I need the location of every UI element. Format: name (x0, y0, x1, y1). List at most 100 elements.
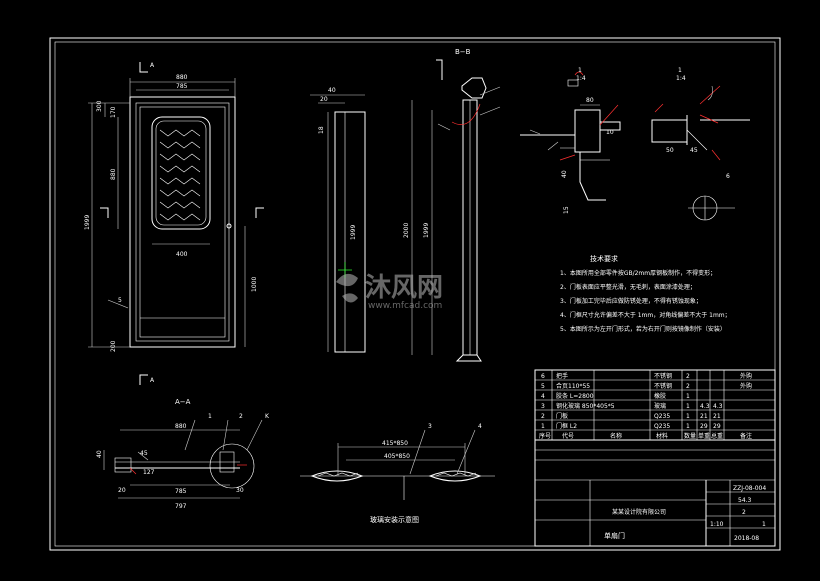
dim-bottom-rail: 200 (110, 340, 117, 352)
watermark-logo-icon (336, 273, 358, 303)
dim-detail-15: 15 (563, 206, 570, 214)
section-bb-text: B−B 2000 1999 (403, 48, 471, 238)
door-side-view (310, 94, 366, 353)
technical-notes: 技术要求 1、本图所用全部零件按GB/2mm厚钢板制作，不得变形； 2、门板表面… (560, 254, 731, 333)
dim-frame-gap: 5 (118, 297, 122, 304)
drawing-number: ZZJ-08-004 (733, 485, 766, 492)
drawing-date: 2018-08 (734, 535, 759, 542)
drawing-scale: 1:10 (710, 521, 724, 528)
svg-text:1: 1 (686, 393, 690, 400)
svg-text:1: 1 (686, 403, 690, 410)
handle-icon (226, 223, 232, 229)
table-row: 2 门板 Q235 1 21 21 (541, 412, 721, 420)
detail-1-scale: 1:4 (576, 75, 586, 82)
inner-frame (54, 41, 776, 547)
detail-1-number: 1 (578, 67, 582, 74)
dim-side-height: 1999 (350, 225, 357, 240)
company-name: 某某设计院有限公司 (612, 508, 666, 516)
dim-bb-2000: 2000 (403, 223, 410, 238)
dim-side-18: 18 (318, 126, 325, 134)
section-aa-text: A−A 880 785 797 45 127 20 40 30 1 2 K (96, 398, 270, 510)
detail-2-scale: 1:4 (676, 75, 686, 82)
dim-aa-127: 127 (143, 469, 155, 476)
title-block: 某某设计院有限公司 单扇门 ZZJ-08-004 54.3 2 1:10 1 2… (604, 485, 766, 542)
watermark-brand: 沐风网 (365, 273, 443, 303)
svg-text:外购: 外购 (740, 372, 752, 380)
svg-text:4.3: 4.3 (700, 403, 710, 410)
svg-text:代号: 代号 (562, 432, 574, 440)
section-mark-a-top: A (150, 62, 155, 69)
dim-aa-880: 880 (175, 423, 187, 430)
drawing-count: 2 (742, 509, 746, 516)
dim-door-height: 1999 (84, 215, 91, 230)
dim-detail-10: 10 (606, 129, 614, 136)
svg-text:3: 3 (541, 403, 545, 410)
callout-4: 4 (478, 423, 482, 430)
dim-side-20: 20 (320, 96, 328, 103)
drawing-title: 单扇门 (604, 531, 625, 540)
section-bb-title: B−B (455, 48, 471, 56)
detail-view-1 (520, 71, 621, 201)
dim-detail-6: 6 (726, 173, 730, 180)
dim-aa-45: 45 (140, 450, 148, 457)
svg-text:门框 L2: 门框 L2 (556, 422, 577, 430)
svg-text:4.3: 4.3 (713, 403, 723, 410)
table-row: 5 合页110*55 不锈钢 2 外购 (541, 382, 752, 390)
callout-k: K (265, 413, 270, 420)
svg-text:29: 29 (700, 423, 708, 430)
svg-text:不锈钢: 不锈钢 (654, 372, 672, 380)
svg-text:单重: 单重 (698, 432, 710, 440)
glass-install-text: 415*850 405*850 3 4 玻璃安装示意图 (370, 423, 482, 524)
dim-glass-415: 415*850 (382, 440, 408, 447)
svg-text:胶条 L=2800: 胶条 L=2800 (556, 392, 594, 400)
svg-text:备注: 备注 (740, 432, 752, 440)
tech-note-2: 2、门板表面应平整光滑，无毛刺，表面涂漆处理； (560, 283, 696, 291)
svg-text:序号: 序号 (539, 432, 551, 440)
dim-detail-50: 50 (666, 147, 674, 154)
door-front-dims-text: 880 785 300 170 880 1999 1000 400 5 200 … (84, 62, 258, 384)
svg-text:把手: 把手 (556, 372, 568, 380)
svg-text:钢化玻璃 850*405*5: 钢化玻璃 850*405*5 (556, 402, 615, 410)
svg-text:1: 1 (686, 423, 690, 430)
dim-leaf-width: 785 (176, 83, 188, 90)
svg-text:Q235: Q235 (654, 423, 670, 430)
dim-top-rail: 300 (96, 100, 103, 112)
dim-aa-797: 797 (175, 503, 187, 510)
svg-text:21: 21 (713, 413, 721, 420)
svg-text:橡胶: 橡胶 (654, 392, 666, 400)
dim-side-40: 40 (328, 87, 336, 94)
bom-table (534, 369, 776, 547)
table-row: 6 把手 不锈钢 2 外购 (541, 372, 752, 380)
svg-text:门板: 门板 (556, 412, 568, 420)
svg-text:21: 21 (700, 413, 708, 420)
section-aa-title: A−A (175, 398, 191, 406)
tech-note-4: 4、门框尺寸允许偏差不大于 1mm，对角线偏差不大于 1mm； (560, 311, 731, 319)
table-header-row: 序号 代号 名称 材料 数量 单重 总重 备注 (539, 432, 752, 440)
detail-view-2-text: 1 1:4 50 45 6 (666, 67, 730, 180)
dim-aa-40: 40 (96, 450, 103, 458)
tech-note-5: 5、本图所示为左开门形式，若为右开门则按镜像制作（安装） (560, 325, 726, 333)
svg-text:5: 5 (541, 383, 545, 390)
watermark-url: www.mfcad.com (368, 301, 442, 311)
door-side-dims-text: 40 20 18 1999 (318, 87, 357, 240)
svg-text:1: 1 (541, 423, 545, 430)
dim-detail-80: 80 (586, 97, 594, 104)
dim-window-width: 400 (176, 251, 188, 258)
svg-text:合页110*55: 合页110*55 (556, 382, 590, 390)
table-row: 1 门框 L2 Q235 1 29 29 (541, 422, 721, 430)
detail-view-1-text: 1 1:4 80 10 40 15 (561, 67, 614, 214)
dim-detail-45: 45 (690, 147, 698, 154)
dim-handle-height: 1000 (251, 277, 258, 292)
door-front-view (88, 62, 264, 385)
drawing-weight: 54.3 (738, 497, 752, 504)
dim-overall-width: 880 (176, 74, 188, 81)
tech-notes-title: 技术要求 (590, 254, 618, 263)
tech-note-1: 1、本图所用全部零件按GB/2mm厚钢板制作，不得变形； (560, 269, 716, 277)
svg-text:外购: 外购 (740, 382, 752, 390)
outer-frame (49, 37, 781, 551)
dim-bb-1999: 1999 (423, 223, 430, 238)
svg-text:数量: 数量 (684, 432, 696, 440)
table-row: 3 钢化玻璃 850*405*5 玻璃 1 4.3 4.3 (541, 402, 723, 410)
table-row: 4 胶条 L=2800 橡胶 1 (541, 392, 690, 400)
